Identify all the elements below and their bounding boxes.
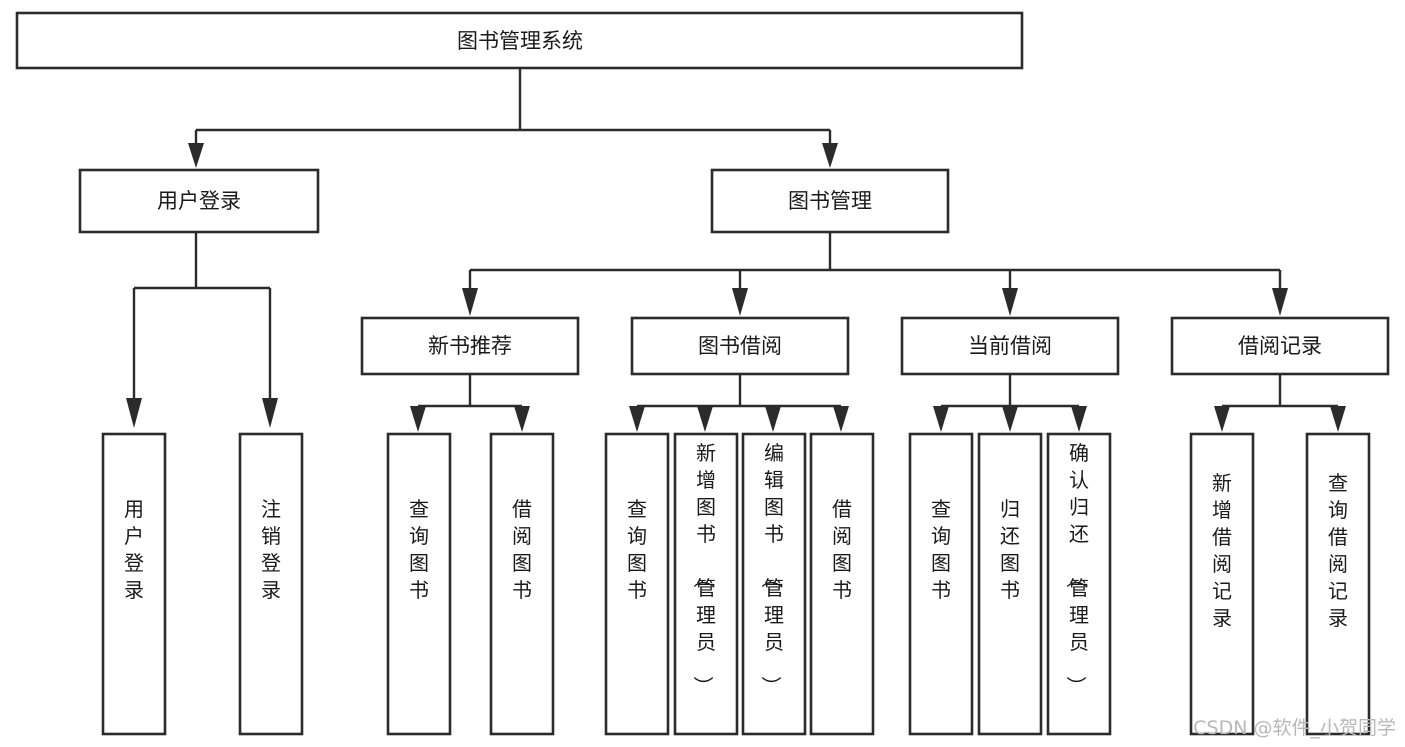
node-root[interactable]: 图书管理系统 [15,11,1024,70]
arrowhead-leaf-edit-book [765,406,781,432]
arrowhead-leaf-query-book-3 [933,406,949,432]
node-borrow-record-label: 借阅记录 [1238,334,1322,358]
node-leaf-user-login-label: 用户登录 [124,497,144,602]
arrowhead-user-login [188,143,204,168]
node-leaf-confirm-return[interactable]: 确认归还（管理员） [1046,432,1112,736]
node-user-login-box[interactable] [78,168,320,234]
node-leaf-borrow-book-1-label: 借阅图书 [512,497,532,602]
arrowhead-leaf-query-book-1 [410,406,426,432]
arrowhead-leaf-add-record [1214,406,1230,432]
watermark-label: CSDN @软件_小贺同学 [1193,717,1396,739]
node-leaf-query-record-box[interactable] [1305,432,1371,736]
node-user-login[interactable]: 用户登录 [78,168,320,234]
node-leaf-user-logout-label: 注销登录 [261,497,281,602]
node-leaf-user-logout[interactable]: 注销登录 [238,432,304,736]
arrowhead-leaf-return-book [1002,406,1018,432]
arrowhead-leaf-query-book-2 [629,406,645,432]
arrowhead-leaf-borrow-book-2 [833,406,849,432]
node-leaf-borrow-book-1[interactable]: 借阅图书 [489,432,555,736]
arrowhead-book-borrow [732,288,748,316]
node-leaf-query-book-3-label: 查询图书 [931,497,951,602]
node-leaf-query-book-2-label: 查询图书 [627,497,647,602]
node-leaf-query-book-1-box[interactable] [386,432,452,736]
node-leaf-confirm-return-box[interactable] [1046,432,1112,736]
node-book-management[interactable]: 图书管理 [710,168,950,234]
node-borrow-record[interactable]: 借阅记录 [1170,316,1390,376]
node-book-borrow-label: 图书借阅 [698,334,782,358]
node-leaf-query-book-3[interactable]: 查询图书 [908,432,974,736]
node-leaf-borrow-book-1-box[interactable] [489,432,555,736]
node-leaf-query-book-2-box[interactable] [604,432,670,736]
node-leaf-add-record-label: 新增借阅记录 [1212,471,1232,630]
node-current-borrow[interactable]: 当前借阅 [900,316,1120,376]
arrowhead-leaf-query-record [1330,406,1346,432]
node-leaf-confirm-return-label: 确认归还（管理员） [1064,441,1089,696]
node-leaf-query-record[interactable]: 查询借阅记录 [1305,432,1371,736]
node-leaf-return-book[interactable]: 归还图书 [977,432,1043,736]
edge-layer [126,68,1346,432]
arrowhead-leaf-add-book [697,406,713,432]
node-leaf-user-logout-box[interactable] [238,432,304,736]
node-root-box[interactable] [15,11,1024,70]
node-leaf-borrow-book-2-box[interactable] [809,432,875,736]
node-leaf-add-book[interactable]: 新增图书（管理员） [673,432,739,736]
node-current-borrow-box[interactable] [900,316,1120,376]
arrowhead-current-borrow [1002,288,1018,316]
node-leaf-user-login-box[interactable] [101,432,167,736]
arrowhead-new-book-recommend [462,288,478,316]
node-book-borrow-box[interactable] [630,316,850,376]
node-leaf-add-book-label: 新增图书（管理员） [691,441,716,696]
node-leaf-add-record[interactable]: 新增借阅记录 [1189,432,1255,736]
node-user-login-label: 用户登录 [157,189,241,213]
node-new-book-recommend[interactable]: 新书推荐 [360,316,580,376]
node-leaf-query-book-1[interactable]: 查询图书 [386,432,452,736]
arrowhead-book-management [822,143,838,168]
arrowhead-leaf-user-logout [262,398,278,428]
node-leaf-user-login[interactable]: 用户登录 [101,432,167,736]
node-leaf-query-book-1-label: 查询图书 [409,497,429,602]
node-book-management-box[interactable] [710,168,950,234]
arrowhead-leaf-borrow-book-1 [514,406,530,432]
node-leaf-borrow-book-2[interactable]: 借阅图书 [809,432,875,736]
node-current-borrow-label: 当前借阅 [968,334,1052,358]
node-leaf-edit-book-box[interactable] [741,432,807,736]
node-leaf-borrow-book-2-label: 借阅图书 [832,497,852,602]
node-book-borrow[interactable]: 图书借阅 [630,316,850,376]
node-leaf-add-record-box[interactable] [1189,432,1255,736]
arrowhead-leaf-user-login [126,398,142,428]
node-root-label: 图书管理系统 [457,29,583,53]
node-leaf-return-book-label: 归还图书 [1000,497,1020,602]
arrowhead-leaf-confirm-return [1071,406,1087,432]
node-leaf-edit-book[interactable]: 编辑图书（管理员） [741,432,807,736]
node-leaf-query-book-3-box[interactable] [908,432,974,736]
node-leaf-query-record-label: 查询借阅记录 [1328,471,1348,630]
node-leaf-query-book-2[interactable]: 查询图书 [604,432,670,736]
node-leaf-edit-book-label: 编辑图书（管理员） [759,441,784,696]
node-new-book-recommend-label: 新书推荐 [428,334,512,358]
node-leaf-add-book-box[interactable] [673,432,739,736]
node-book-management-label: 图书管理 [788,189,872,213]
node-leaf-return-book-box[interactable] [977,432,1043,736]
node-borrow-record-box[interactable] [1170,316,1390,376]
arrowhead-borrow-record [1272,288,1288,316]
node-new-book-recommend-box[interactable] [360,316,580,376]
